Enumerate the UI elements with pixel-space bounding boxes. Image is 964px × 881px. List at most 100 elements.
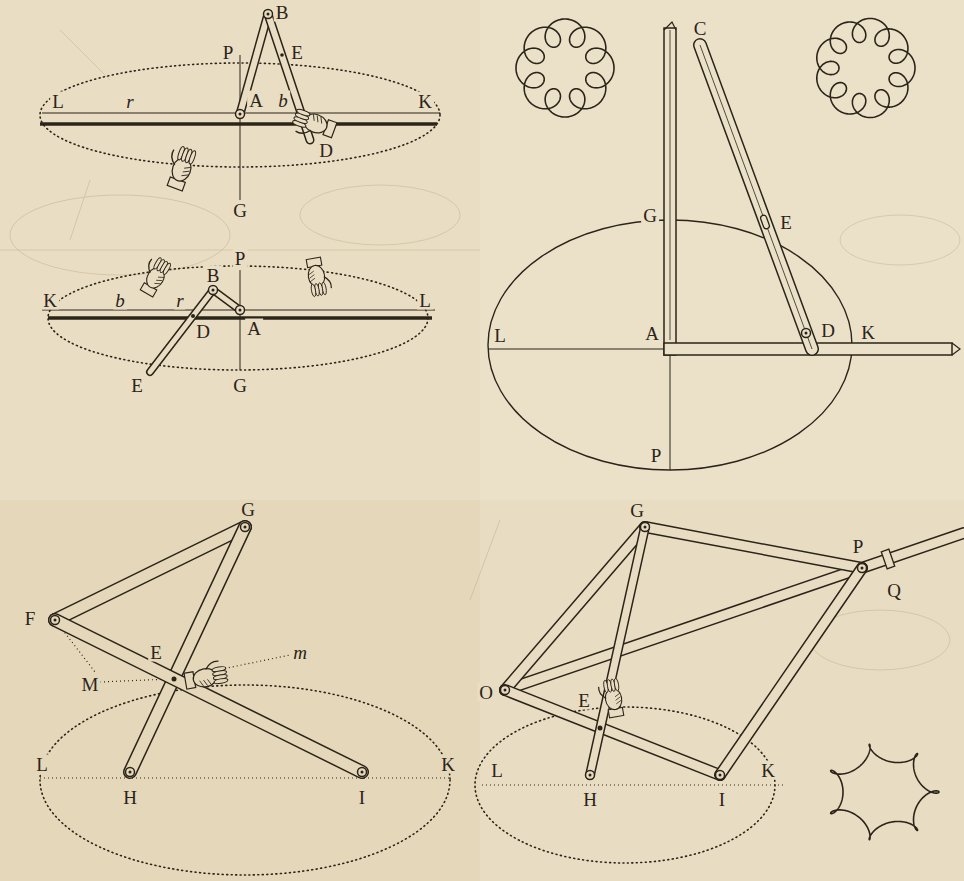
point-label: Q — [885, 581, 903, 600]
point-label: P — [221, 43, 236, 62]
pivot-pin — [212, 289, 215, 292]
pivot — [358, 768, 367, 777]
point-label: H — [581, 790, 599, 809]
rod-body — [645, 527, 862, 568]
point-label: M — [80, 675, 101, 694]
point-label: G — [641, 206, 659, 225]
rod-outline — [150, 290, 213, 372]
engraving-stroke — [205, 661, 220, 670]
hand — [290, 107, 337, 143]
rod-outline — [130, 527, 245, 772]
dotted-line — [40, 777, 450, 778]
point-label: A — [643, 324, 661, 343]
point-label: m — [291, 643, 309, 662]
point-label: K — [416, 92, 434, 111]
point-label: A — [247, 91, 265, 110]
paper-ground — [0, 500, 480, 881]
engraving-stroke — [300, 185, 460, 245]
slot-pin — [760, 214, 770, 229]
sliding-collar — [881, 549, 894, 569]
point-label: A — [245, 319, 263, 338]
point-label: G — [239, 500, 257, 519]
figure-rhombus-linkage — [475, 523, 964, 864]
engraving-stroke — [311, 114, 316, 121]
engraving-stroke — [598, 686, 606, 699]
rod-body — [700, 45, 812, 349]
pivot — [716, 771, 725, 780]
engraving-stroke — [310, 278, 316, 282]
rod-body — [590, 527, 645, 775]
pivot — [236, 306, 245, 315]
axis-line — [240, 270, 241, 370]
rod-body — [268, 14, 310, 140]
point-label: L — [492, 326, 508, 345]
point-label: G — [231, 376, 249, 395]
point-label: L — [34, 755, 50, 774]
point-label: K — [439, 755, 457, 774]
hand — [135, 254, 172, 297]
pivot — [641, 523, 650, 532]
axis-line — [670, 30, 671, 340]
point-label: r — [174, 291, 185, 310]
rod-body — [720, 568, 862, 775]
point-label: b — [276, 91, 290, 110]
point-label: D — [194, 322, 212, 341]
rod-outline — [645, 527, 862, 568]
pivot-pin — [644, 526, 647, 529]
bleed-through — [10, 30, 960, 670]
rod-body — [130, 527, 245, 772]
rod-outline — [590, 527, 645, 775]
rod-outline — [240, 14, 268, 114]
rod-body — [150, 290, 213, 372]
point-label: I — [357, 788, 367, 807]
engraving-stroke — [615, 697, 621, 701]
pivot-pin — [239, 309, 242, 312]
point-label: r — [124, 92, 135, 111]
dotted-line — [482, 784, 785, 785]
figure-crossed-linkage — [40, 523, 450, 876]
pivot-pin — [129, 771, 132, 774]
engraving-stroke — [616, 700, 622, 704]
engraving-stroke — [154, 281, 160, 286]
engraving-stroke — [214, 678, 229, 685]
pivot — [501, 686, 510, 695]
engraving-stroke — [295, 125, 310, 136]
point-label: P — [233, 249, 248, 268]
engraving-stroke — [60, 30, 110, 80]
point-label: P — [649, 446, 664, 465]
axis-line — [488, 349, 664, 350]
arm-tip — [664, 22, 676, 30]
point-label: E — [148, 643, 164, 662]
engraving-stroke — [319, 117, 324, 124]
rod-outline — [720, 568, 862, 775]
figure-square — [488, 18, 960, 470]
engraving-stroke — [183, 169, 190, 174]
point-label: C — [692, 19, 709, 38]
engraving-stroke — [207, 679, 211, 685]
engraving-stroke — [162, 262, 172, 275]
pivot — [264, 10, 273, 19]
pivot — [209, 286, 218, 295]
point-label: F — [23, 609, 38, 628]
axis-line — [670, 355, 671, 470]
engraving-stroke — [615, 693, 621, 697]
engraving-stroke — [296, 108, 311, 117]
point-label: O — [477, 683, 495, 702]
point-label: D — [317, 141, 335, 160]
engraving-stroke — [308, 271, 314, 275]
engraving-stroke — [309, 275, 315, 279]
pivot — [126, 768, 135, 777]
pivot-pin — [589, 774, 592, 777]
pivot — [236, 110, 245, 119]
pivot — [586, 771, 595, 780]
point-label: L — [50, 92, 66, 111]
engraving-stroke — [200, 680, 204, 686]
paper-ground — [480, 0, 964, 500]
figure-trammel-lower — [42, 254, 435, 372]
engraving-stroke — [470, 520, 500, 600]
rod-body — [55, 620, 362, 772]
tracing-point — [191, 314, 195, 318]
point-label: b — [113, 291, 127, 310]
point-label: G — [628, 501, 646, 520]
